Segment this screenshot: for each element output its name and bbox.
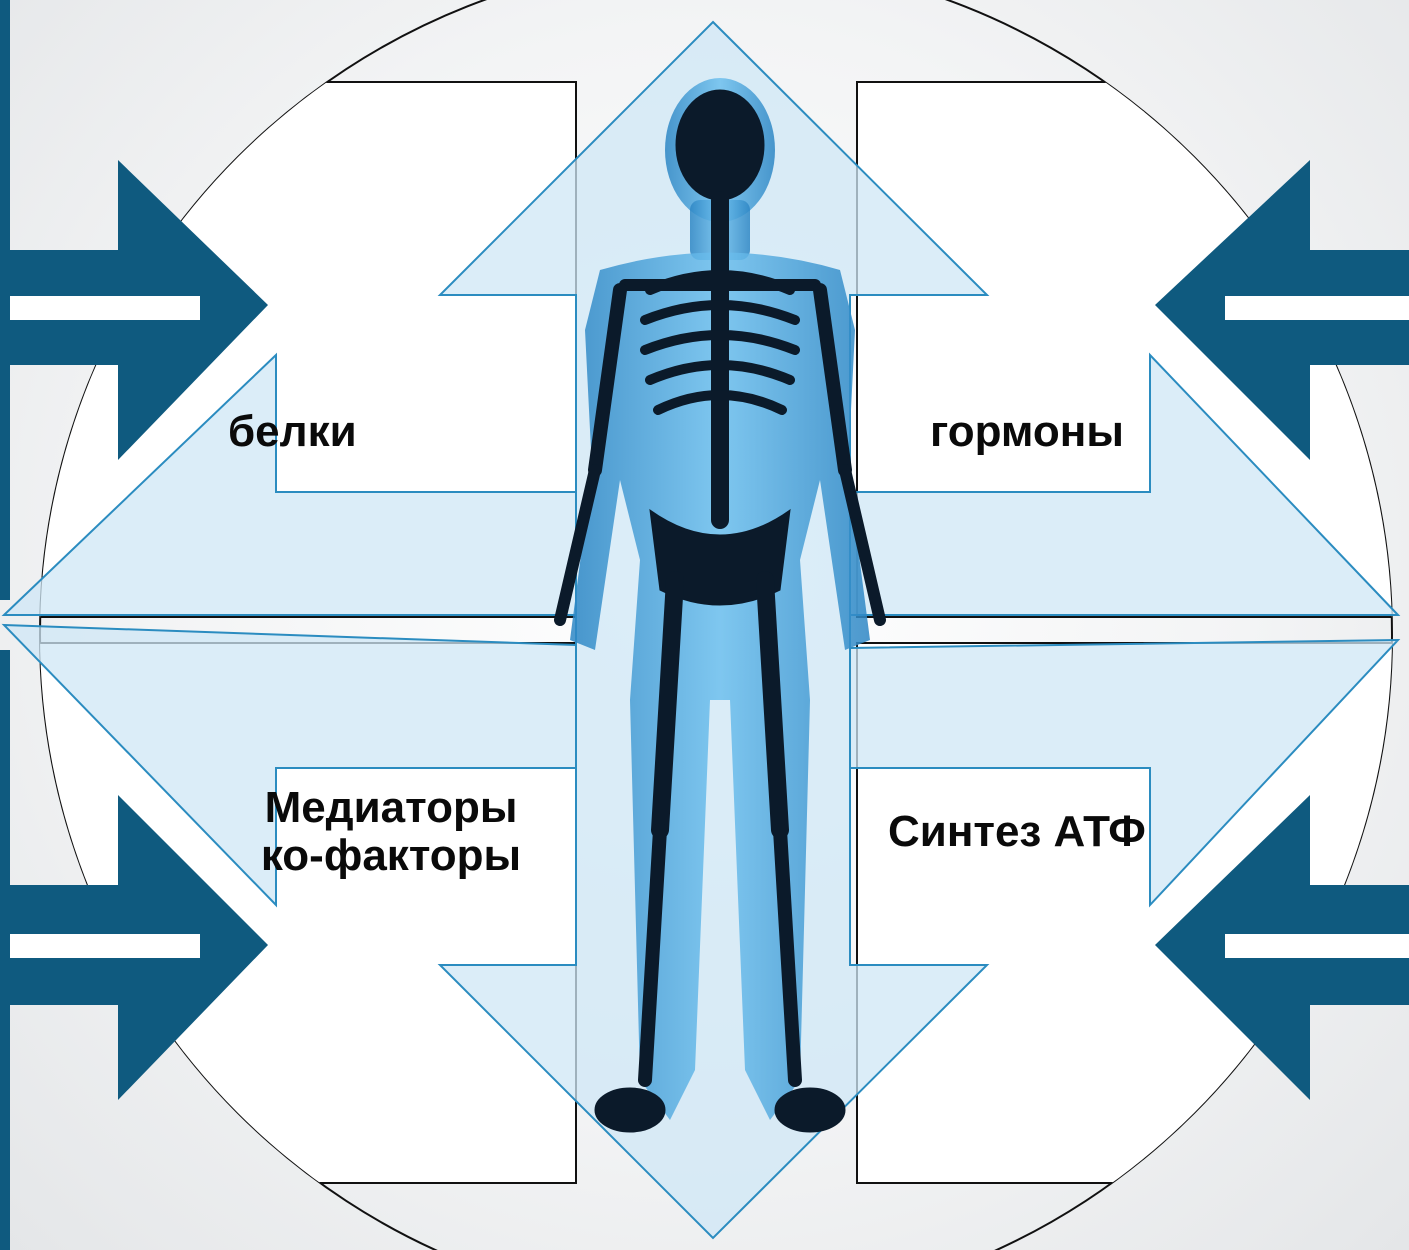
label-mediators: Медиаторы ко-факторы (226, 784, 556, 880)
label-mediators-line2: ко-факторы (226, 832, 556, 880)
label-proteins: белки (228, 408, 357, 456)
label-mediators-line1: Медиаторы (226, 784, 556, 832)
label-atp-synthesis: Синтез АТФ (888, 808, 1146, 856)
label-hormones: гормоны (930, 408, 1124, 456)
